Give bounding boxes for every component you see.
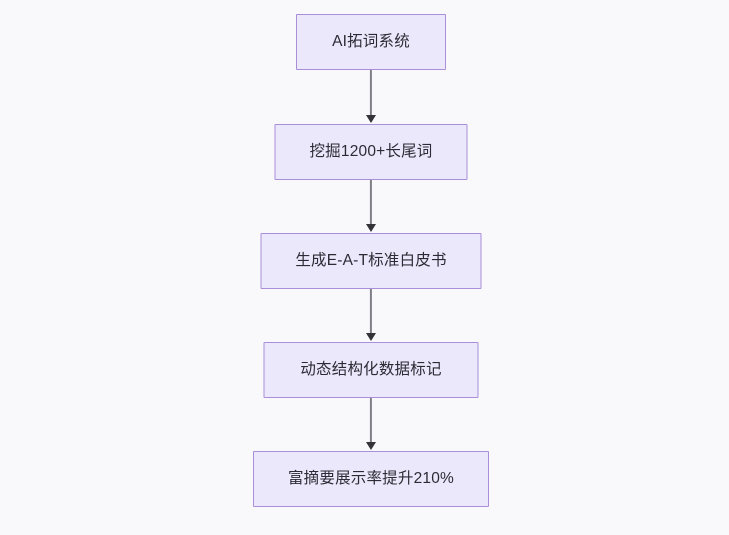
edge-line [369,289,373,334]
flow-edge-n3-n4 [365,398,377,451]
flow-node-label: 富摘要展示率提升210% [287,470,455,488]
flow-edge-n2-n3 [365,289,377,342]
edge-line [369,398,373,443]
flow-node-mine-longtail-keywords[interactable]: 挖掘1200+长尾词 [274,124,468,180]
edge-line [369,70,373,116]
flow-node-label: AI拓词系统 [332,33,410,51]
edge-line [369,180,373,225]
arrow-down-icon [366,442,376,450]
flow-edge-n1-n2 [365,180,377,233]
flow-node-dynamic-structured-data-markup[interactable]: 动态结构化数据标记 [263,342,479,398]
flow-node-ai-keyword-system[interactable]: AI拓词系统 [296,14,446,70]
arrow-down-icon [366,224,376,232]
arrow-down-icon [366,115,376,123]
flow-node-label: 动态结构化数据标记 [300,361,442,379]
flow-edge-n0-n1 [365,70,377,124]
flow-node-rich-snippet-impression-uplift[interactable]: 富摘要展示率提升210% [253,451,489,507]
arrow-down-icon [366,333,376,341]
flow-node-label: 挖掘1200+长尾词 [309,143,433,161]
flow-node-generate-eat-whitepaper[interactable]: 生成E-A-T标准白皮书 [260,233,482,289]
flow-node-label: 生成E-A-T标准白皮书 [295,252,447,270]
